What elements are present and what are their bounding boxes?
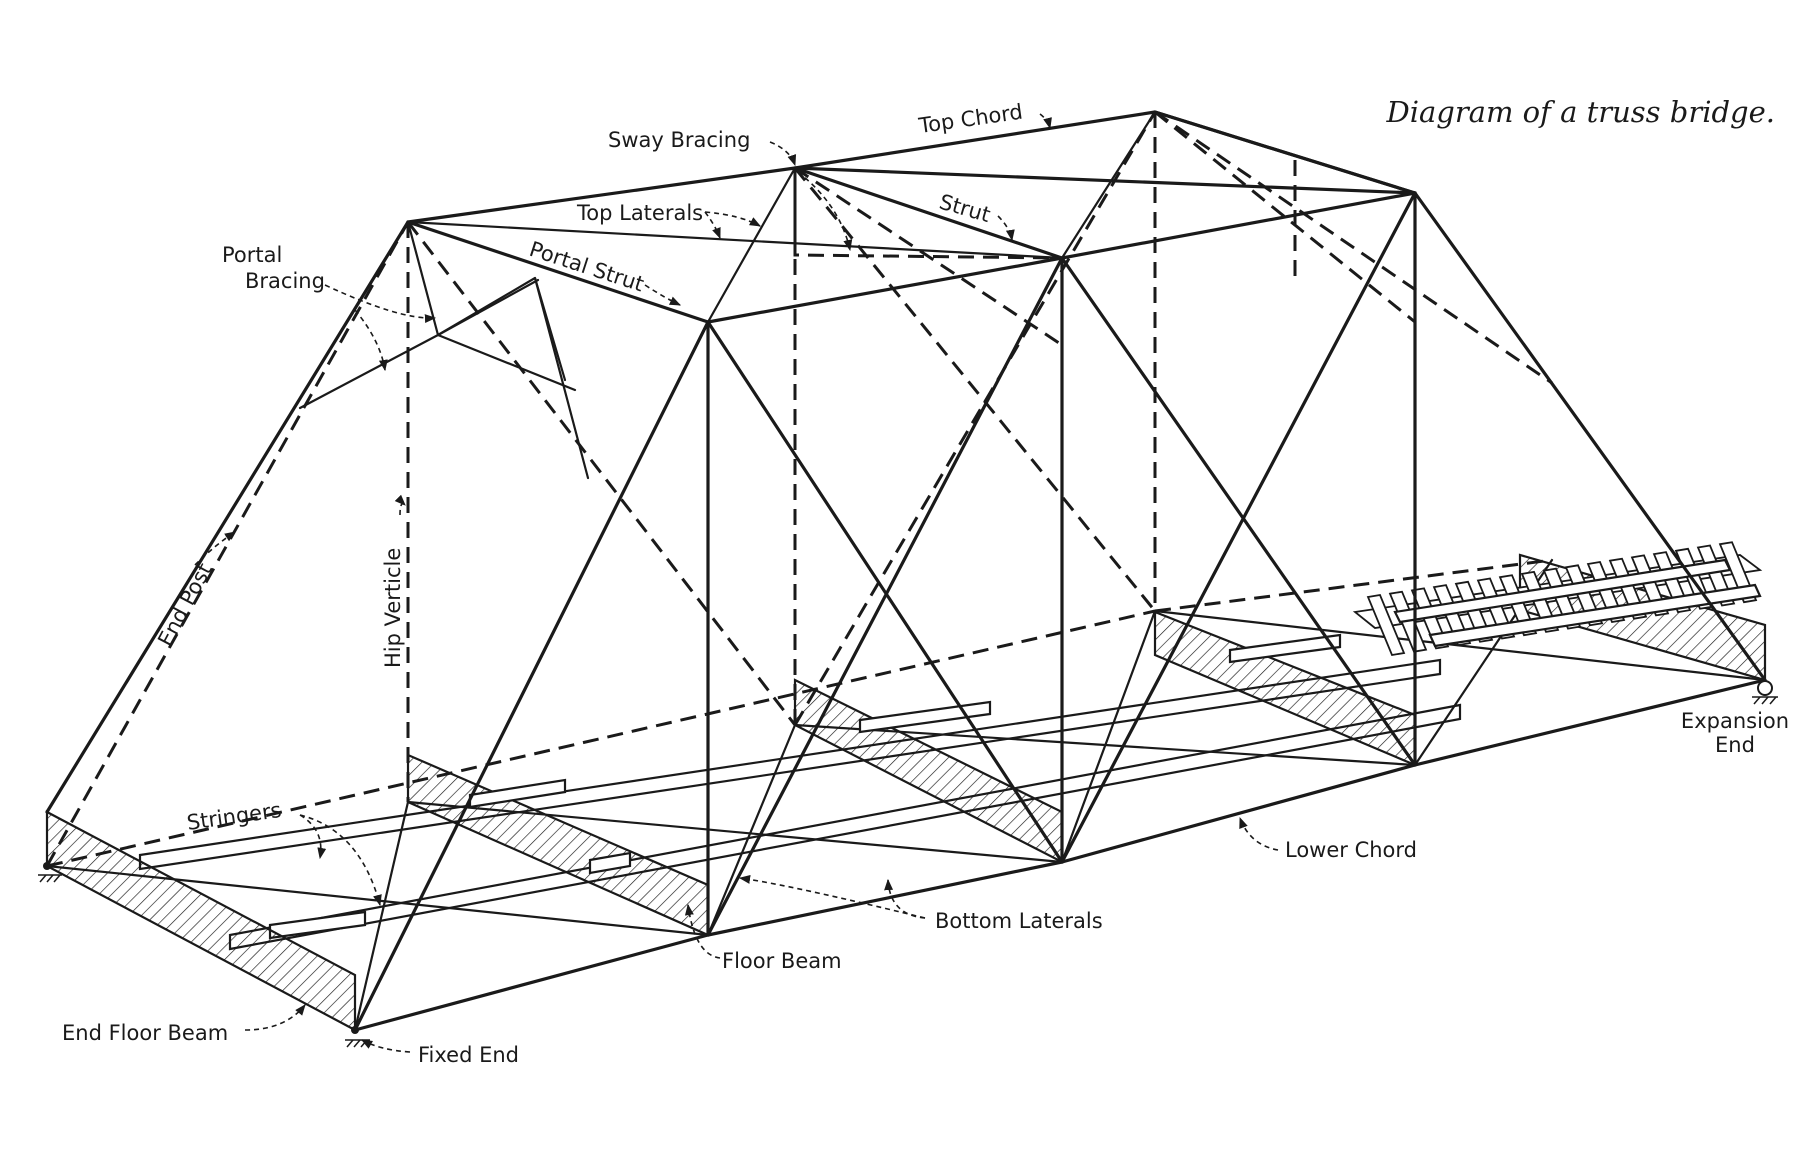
label-sway-bracing: Sway Bracing bbox=[608, 128, 750, 152]
top-chord-member bbox=[406, 110, 1417, 224]
label-expansion-end-line2: End bbox=[1715, 733, 1755, 757]
far-truss bbox=[45, 110, 1553, 868]
label-expansion-end-line1: Expansion bbox=[1681, 709, 1789, 733]
end-post-member bbox=[45, 220, 410, 814]
label-portal-bracing-line2: Bracing bbox=[245, 269, 325, 293]
label-floor-beam: Floor Beam bbox=[722, 949, 842, 973]
label-stringers: Stringers bbox=[185, 798, 283, 835]
label-fixed-end: Fixed End bbox=[418, 1043, 519, 1067]
end-post-member bbox=[353, 320, 710, 1032]
rail bbox=[1393, 558, 1732, 624]
leader-lines bbox=[194, 113, 1279, 1053]
top-system bbox=[298, 110, 1417, 480]
label-top-chord: Top Chord bbox=[916, 100, 1024, 138]
fixed-end-support bbox=[38, 862, 370, 1048]
label-top-laterals: Top Laterals bbox=[576, 201, 703, 225]
floor-system bbox=[45, 558, 1767, 1032]
label-bottom-laterals: Bottom Laterals bbox=[935, 909, 1103, 933]
label-strut: Strut bbox=[937, 190, 993, 227]
railway-tie bbox=[1366, 593, 1406, 657]
near-truss bbox=[45, 191, 1767, 1032]
label-end-post: End Post bbox=[153, 559, 217, 650]
portal-bracing-member bbox=[298, 276, 590, 480]
portal-strut-member bbox=[406, 220, 710, 324]
label-hip-verticle: Hip Verticle bbox=[381, 548, 405, 668]
rail bbox=[1428, 583, 1762, 648]
strut-member bbox=[793, 166, 1064, 260]
expansion-end-support bbox=[1752, 680, 1778, 705]
railway-track bbox=[1352, 541, 1763, 657]
label-end-floor-beam: End Floor Beam bbox=[62, 1021, 228, 1045]
label-portal-bracing-line1: Portal bbox=[222, 243, 282, 267]
diagram-caption: Diagram of a truss bridge. bbox=[1385, 95, 1775, 129]
label-lower-chord: Lower Chord bbox=[1285, 838, 1417, 862]
